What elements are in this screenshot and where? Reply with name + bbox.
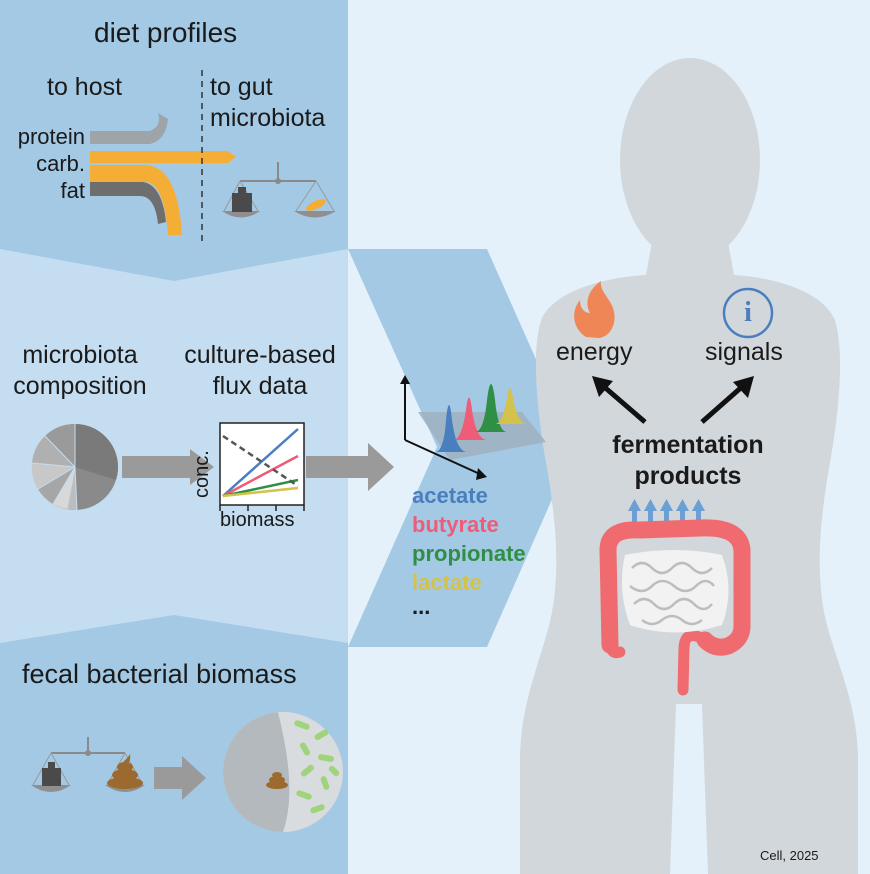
info-icon bbox=[722, 287, 774, 339]
flux-chart bbox=[219, 422, 305, 511]
poop-icon bbox=[107, 754, 143, 789]
carb-host-band bbox=[90, 165, 182, 235]
fat-label: fat bbox=[60, 178, 85, 203]
lactate-label: lactate bbox=[412, 570, 482, 595]
poop-icon-small bbox=[266, 772, 288, 789]
butyrate-line bbox=[222, 454, 299, 498]
pie-icon bbox=[31, 423, 119, 511]
fecal-biomass-title: fecal bacterial biomass bbox=[22, 659, 297, 689]
acetate-label: acetate bbox=[412, 483, 488, 508]
biomass-uptake-line bbox=[222, 434, 299, 488]
protein-band bbox=[90, 113, 168, 144]
flux-data-label: culture-based flux data bbox=[184, 341, 336, 401]
fermentation-arrows bbox=[592, 376, 754, 424]
flame-icon bbox=[574, 281, 615, 338]
weight-icon-bottom bbox=[42, 762, 61, 786]
carb-pill-icon bbox=[305, 199, 327, 211]
carb-label: carb. bbox=[36, 151, 85, 176]
arrow-pie-to-flux bbox=[122, 449, 214, 485]
bacteria-icons bbox=[294, 720, 340, 814]
fermentation-products-label: fermentation products bbox=[612, 431, 764, 491]
scale-icon bbox=[222, 162, 336, 218]
propionate-line bbox=[222, 478, 299, 498]
to-gut-label: to gut microbiota bbox=[210, 73, 326, 133]
propionate-label: propionate bbox=[412, 541, 526, 566]
to-host-label: to host bbox=[47, 73, 123, 101]
weight-icon bbox=[232, 187, 252, 212]
intestine-icon bbox=[599, 519, 751, 696]
fat-band bbox=[90, 182, 166, 224]
products-peaks bbox=[400, 375, 546, 480]
fecal-biomass-circle bbox=[223, 711, 343, 832]
arrow-fecal bbox=[154, 756, 206, 800]
diet-panel bbox=[0, 0, 348, 281]
citation: Cell, 2025 bbox=[760, 848, 819, 863]
biomass-axis-label: biomass bbox=[220, 509, 295, 531]
carb-band bbox=[90, 151, 236, 163]
butyrate-label: butyrate bbox=[412, 512, 499, 537]
energy-label: energy bbox=[556, 338, 633, 366]
diet-flow bbox=[90, 70, 236, 244]
lactate-line bbox=[222, 486, 299, 498]
signals-label: signals bbox=[705, 338, 783, 366]
diet-profiles-title: diet profiles bbox=[94, 17, 238, 48]
info-glyph: i bbox=[744, 297, 752, 328]
microbiota-composition-label: microbiota composition bbox=[13, 341, 147, 401]
arrow-flux-to-products bbox=[306, 443, 394, 491]
more-products-label: ... bbox=[412, 594, 431, 619]
conc-axis-label: conc. bbox=[191, 450, 213, 498]
protein-label: protein bbox=[17, 124, 85, 149]
